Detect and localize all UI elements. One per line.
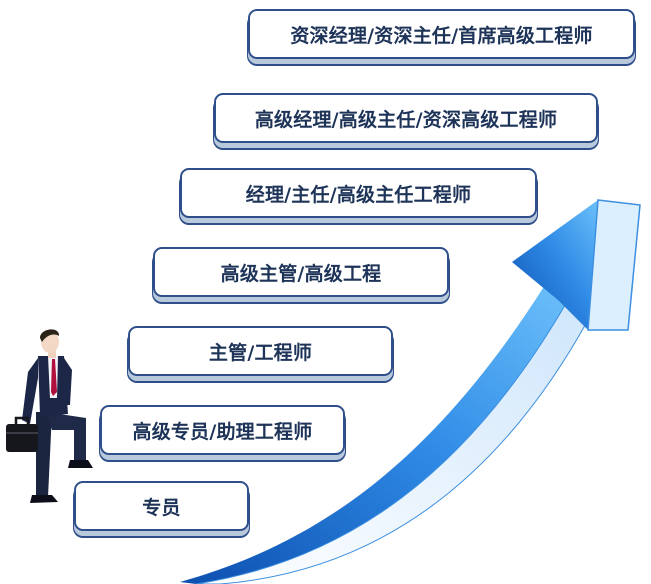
career-step-label: 高级经理/高级主任/资深高级工程师 <box>254 108 558 131</box>
career-step-label: 主管/工程师 <box>208 341 313 364</box>
career-step-4: 高级主管/高级工程 <box>153 247 449 297</box>
career-step-label: 资深经理/资深主任/首席高级工程师 <box>290 24 593 47</box>
career-step-1: 专员 <box>74 481 249 531</box>
career-step-3: 主管/工程师 <box>128 326 393 376</box>
career-step-6: 高级经理/高级主任/资深高级工程师 <box>214 93 598 143</box>
career-step-label: 高级主管/高级工程 <box>220 262 382 285</box>
career-step-5: 经理/主任/高级主任工程师 <box>180 168 537 218</box>
career-step-label: 高级专员/助理工程师 <box>132 420 313 443</box>
career-step-2: 高级专员/助理工程师 <box>100 405 345 455</box>
career-step-label: 经理/主任/高级主任工程师 <box>245 183 472 206</box>
career-step-7: 资深经理/资深主任/首席高级工程师 <box>248 9 635 59</box>
career-step-label: 专员 <box>142 496 181 519</box>
